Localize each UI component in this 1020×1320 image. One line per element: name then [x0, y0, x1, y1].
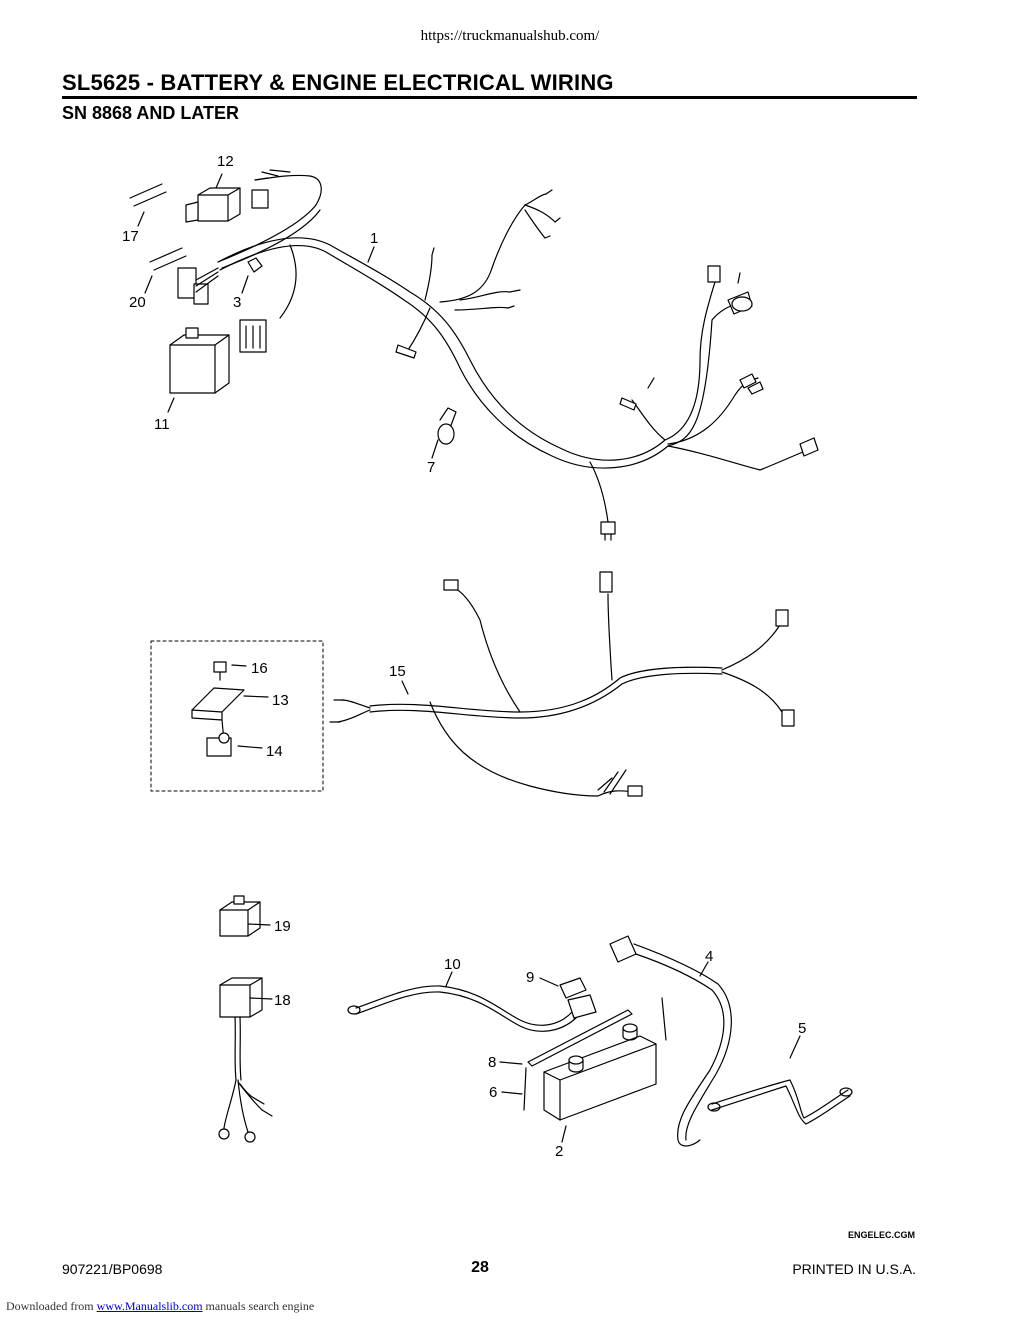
callout-11: 11	[154, 416, 170, 433]
page-title: SL5625 - BATTERY & ENGINE ELECTRICAL WIR…	[62, 70, 614, 95]
callout-9: 9	[526, 969, 535, 986]
printed-notice: PRINTED IN U.S.A.	[792, 1261, 916, 1277]
callout-1: 1	[370, 230, 379, 247]
callout-8: 8	[488, 1054, 497, 1071]
callout-10: 10	[444, 956, 461, 973]
callout-12: 12	[217, 153, 234, 170]
callout-3: 3	[233, 294, 242, 311]
callout-20: 20	[129, 294, 146, 311]
callout-4: 4	[705, 948, 714, 965]
callout-5: 5	[798, 1020, 807, 1037]
page-number: 28	[471, 1259, 489, 1276]
callout-13: 13	[272, 692, 289, 709]
source-url: https://truckmanualshub.com/	[420, 28, 600, 44]
callout-15: 15	[389, 663, 406, 680]
download-footer: Downloaded from www.Manualslib.com manua…	[6, 1299, 314, 1314]
callout-7: 7	[427, 459, 436, 476]
download-suffix: manuals search engine	[205, 1299, 315, 1313]
harness-15-group	[150, 571, 795, 797]
callout-17: 17	[122, 228, 139, 245]
callout-16: 16	[251, 660, 268, 677]
file-reference: ENGELEC.CGM	[847, 1230, 915, 1240]
callout-6: 6	[489, 1084, 498, 1101]
battery-group	[218, 895, 853, 1147]
callout-14: 14	[266, 743, 283, 760]
callout-2: 2	[555, 1143, 564, 1160]
manualslib-link[interactable]: www.Manualslib.com	[96, 1299, 203, 1313]
callout-19: 19	[274, 918, 291, 935]
part-number: 907221/BP0698	[62, 1261, 163, 1277]
page-subtitle: SN 8868 AND LATER	[62, 103, 240, 123]
title-rule	[62, 96, 917, 99]
callout-18: 18	[274, 992, 291, 1009]
engine-harness-group	[129, 169, 819, 541]
download-prefix: Downloaded from	[6, 1299, 94, 1313]
